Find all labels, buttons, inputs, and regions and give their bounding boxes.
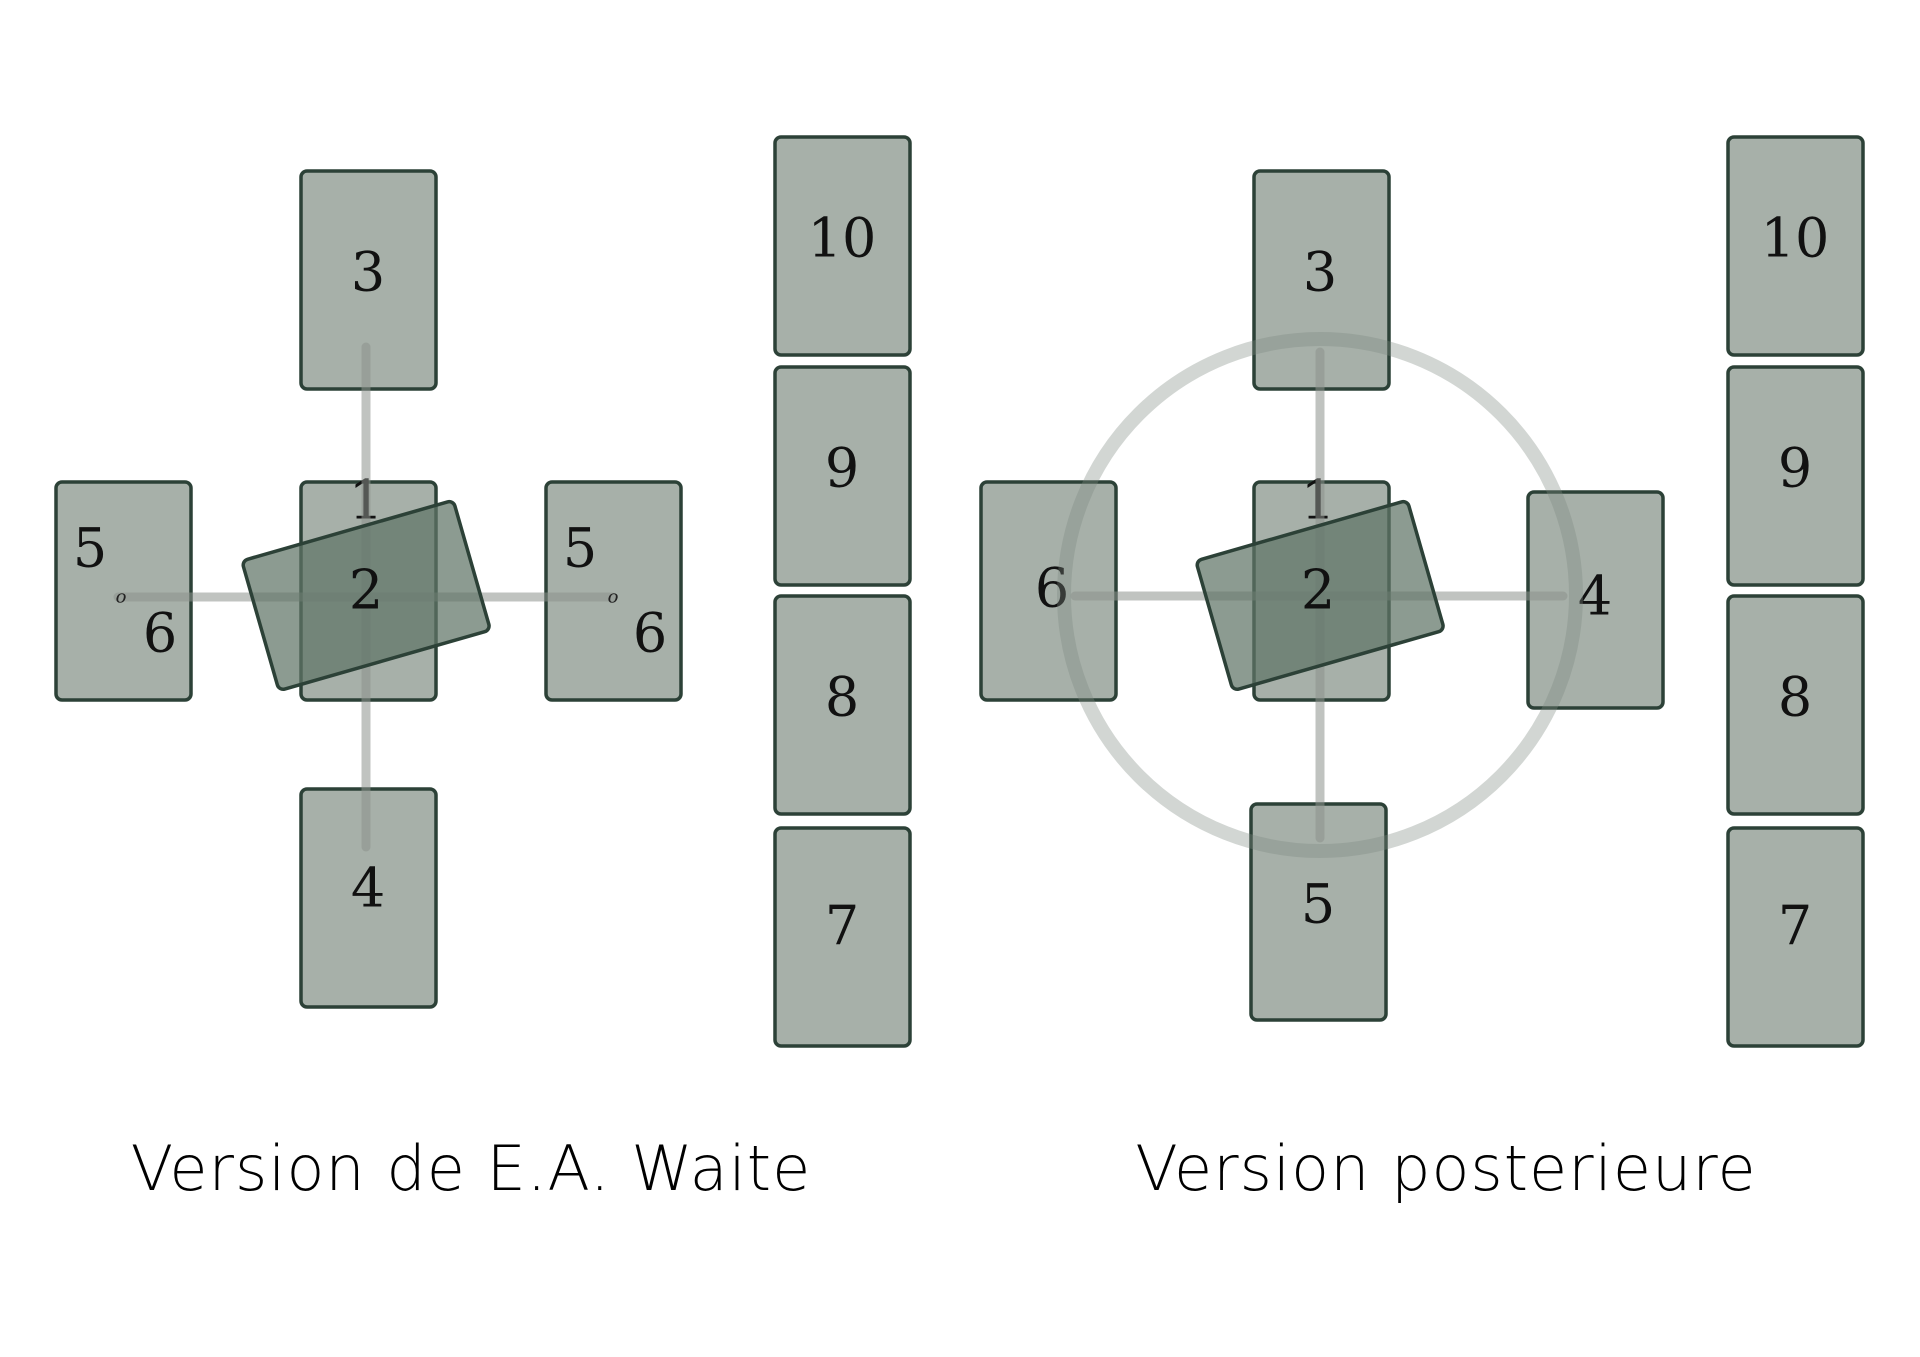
circle-ring [1057, 332, 1583, 858]
card-bottom: 5 [1249, 802, 1388, 1022]
card-label: 8 [825, 666, 859, 729]
card-label: 10 [808, 207, 877, 270]
card-label: 10 [1761, 207, 1830, 270]
card-column: 10 9 8 7 [773, 135, 912, 1048]
card-label: 9 [1778, 437, 1812, 500]
card-label: 7 [825, 895, 859, 958]
card-column-item: 10 [1726, 135, 1865, 357]
card-column-item: 8 [1726, 594, 1865, 816]
card-left: 6 [979, 480, 1118, 702]
card-top: 3 [1252, 169, 1391, 391]
card-crossing: 2 [1195, 499, 1445, 692]
card-right: 4 [1526, 490, 1665, 710]
card-crossing: 2 [241, 499, 491, 692]
card-column-item: 10 [773, 135, 912, 357]
card-column-item: 8 [773, 594, 912, 816]
card-column-item: 9 [1726, 365, 1865, 587]
card-column-item: 7 [773, 826, 912, 1048]
card-label-upper: 5 [563, 517, 597, 580]
card-right: 5 6 [544, 480, 683, 702]
card-label: 2 [1301, 559, 1335, 622]
caption-waite: Version de E.A. Waite [130, 1132, 812, 1205]
card-label: 7 [1778, 895, 1812, 958]
card-label: 8 [1778, 666, 1812, 729]
card-label: 5 [1301, 873, 1335, 936]
card-label-upper: 5 [73, 517, 107, 580]
card-label: 4 [1578, 565, 1612, 628]
card-label-lower: 6 [633, 602, 667, 665]
waite-spread: 3 5 6 5 6 4 1 o o 2 [54, 135, 912, 1048]
card-column-item: 9 [773, 365, 912, 587]
caption-later: Version posterieure [1135, 1132, 1757, 1205]
card-column: 10 9 8 7 [1726, 135, 1865, 1048]
card-label: 6 [1035, 557, 1069, 620]
card-label: 4 [351, 857, 385, 920]
card-top: 3 [299, 169, 438, 391]
card-label: 3 [1303, 241, 1337, 304]
later-spread: 3 6 4 5 1 2 10 [979, 135, 1865, 1048]
card-label: 2 [349, 559, 383, 622]
card-column-item: 7 [1726, 826, 1865, 1048]
marker-left: o [116, 587, 127, 608]
card-label: 9 [825, 437, 859, 500]
card-left: 5 6 [54, 480, 193, 702]
marker-right: o [608, 587, 619, 608]
card-label-lower: 6 [143, 602, 177, 665]
card-label: 3 [351, 241, 385, 304]
